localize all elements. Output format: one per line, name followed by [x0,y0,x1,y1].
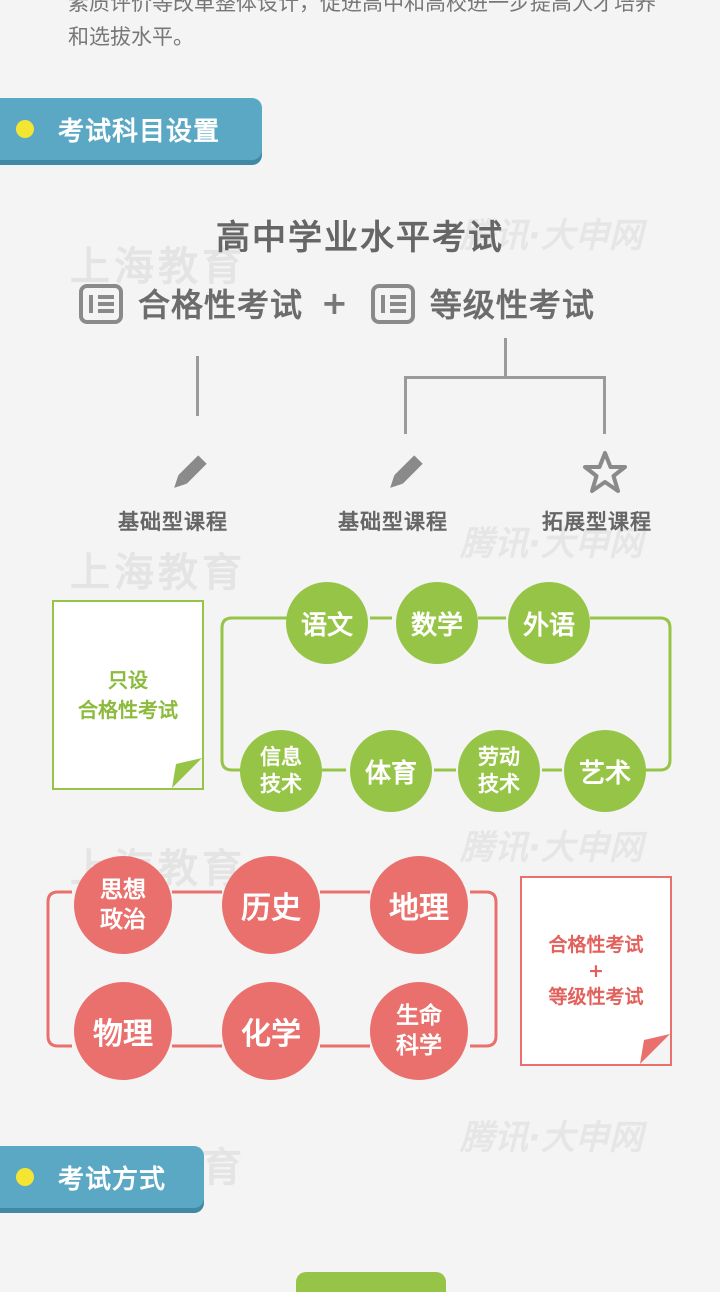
note-qualifying-plus-graded: 合格性考试 + 等级性考试 [520,876,672,1066]
exam-qualifying-label: 合格性考试 [138,286,304,324]
connector-line [603,376,606,434]
document-icon [370,284,415,324]
subject-labor-technology: 劳动 技术 [458,730,540,812]
note-line: + [588,960,604,982]
page-curl-icon [640,1034,670,1064]
subject-pe: 体育 [350,730,432,812]
connector-line [404,376,407,434]
subject-math: 数学 [396,582,478,664]
connector-line [196,356,199,416]
document-icon [79,284,123,324]
subject-history: 历史 [222,856,320,954]
connector-line [504,338,507,378]
note-line: 合格性考试 [78,698,178,722]
subject-foreign-language: 外语 [508,582,590,664]
plus-sign: + [321,284,348,322]
watermark-shanghai: 上海教育 [70,550,246,596]
bullet-dot-icon [16,120,34,138]
subject-geography: 地理 [370,856,468,954]
course-label-basic: 基础型课程 [338,510,448,534]
diagram-title: 高中学业水平考试 [216,218,504,258]
subject-art: 艺术 [564,730,646,812]
page-curl-icon [172,758,202,788]
exam-row: 合格性考试 + 等级性考试 [78,280,595,326]
subject-politics: 思想 政治 [74,856,172,954]
subject-chinese: 语文 [286,582,368,664]
subject-physics: 物理 [74,982,172,1080]
watermark-tencent: 腾讯·大申网 [460,1118,643,1158]
note-qualifying-only: 只设 合格性考试 [52,600,204,790]
next-content-block [296,1272,446,1292]
watermark-tencent: 腾讯·大申网 [460,216,643,256]
section-header-exam-method: 考试方式 [0,1146,204,1208]
watermark-shanghai: 上海教育 [70,244,246,290]
course-label-basic: 基础型课程 [118,510,228,534]
note-line: 合格性考试 [548,934,644,956]
star-icon [583,451,627,493]
subject-information-technology: 信息 技术 [240,730,322,812]
pencil-icon [390,455,423,488]
section-title: 考试科目设置 [58,116,221,147]
intro-text: 素质评价等改革整体设计，促进高中和高校进一步提高人才培养和选拔水平。 [68,0,656,49]
watermark-tencent: 腾讯·大申网 [460,524,643,564]
connector-line [404,376,606,379]
section-header-subjects: 考试科目设置 [0,98,262,160]
subject-life-science: 生命 科学 [370,982,468,1080]
course-label-extended: 拓展型课程 [542,510,652,534]
section-title: 考试方式 [58,1164,167,1195]
bullet-dot-icon [16,1168,34,1186]
exam-graded-label: 等级性考试 [429,286,595,324]
note-line: 等级性考试 [548,986,644,1008]
watermark-tencent: 腾讯·大申网 [460,828,643,868]
subject-chemistry: 化学 [222,982,320,1080]
note-line: 只设 [108,668,148,692]
pencil-icon [174,455,207,488]
